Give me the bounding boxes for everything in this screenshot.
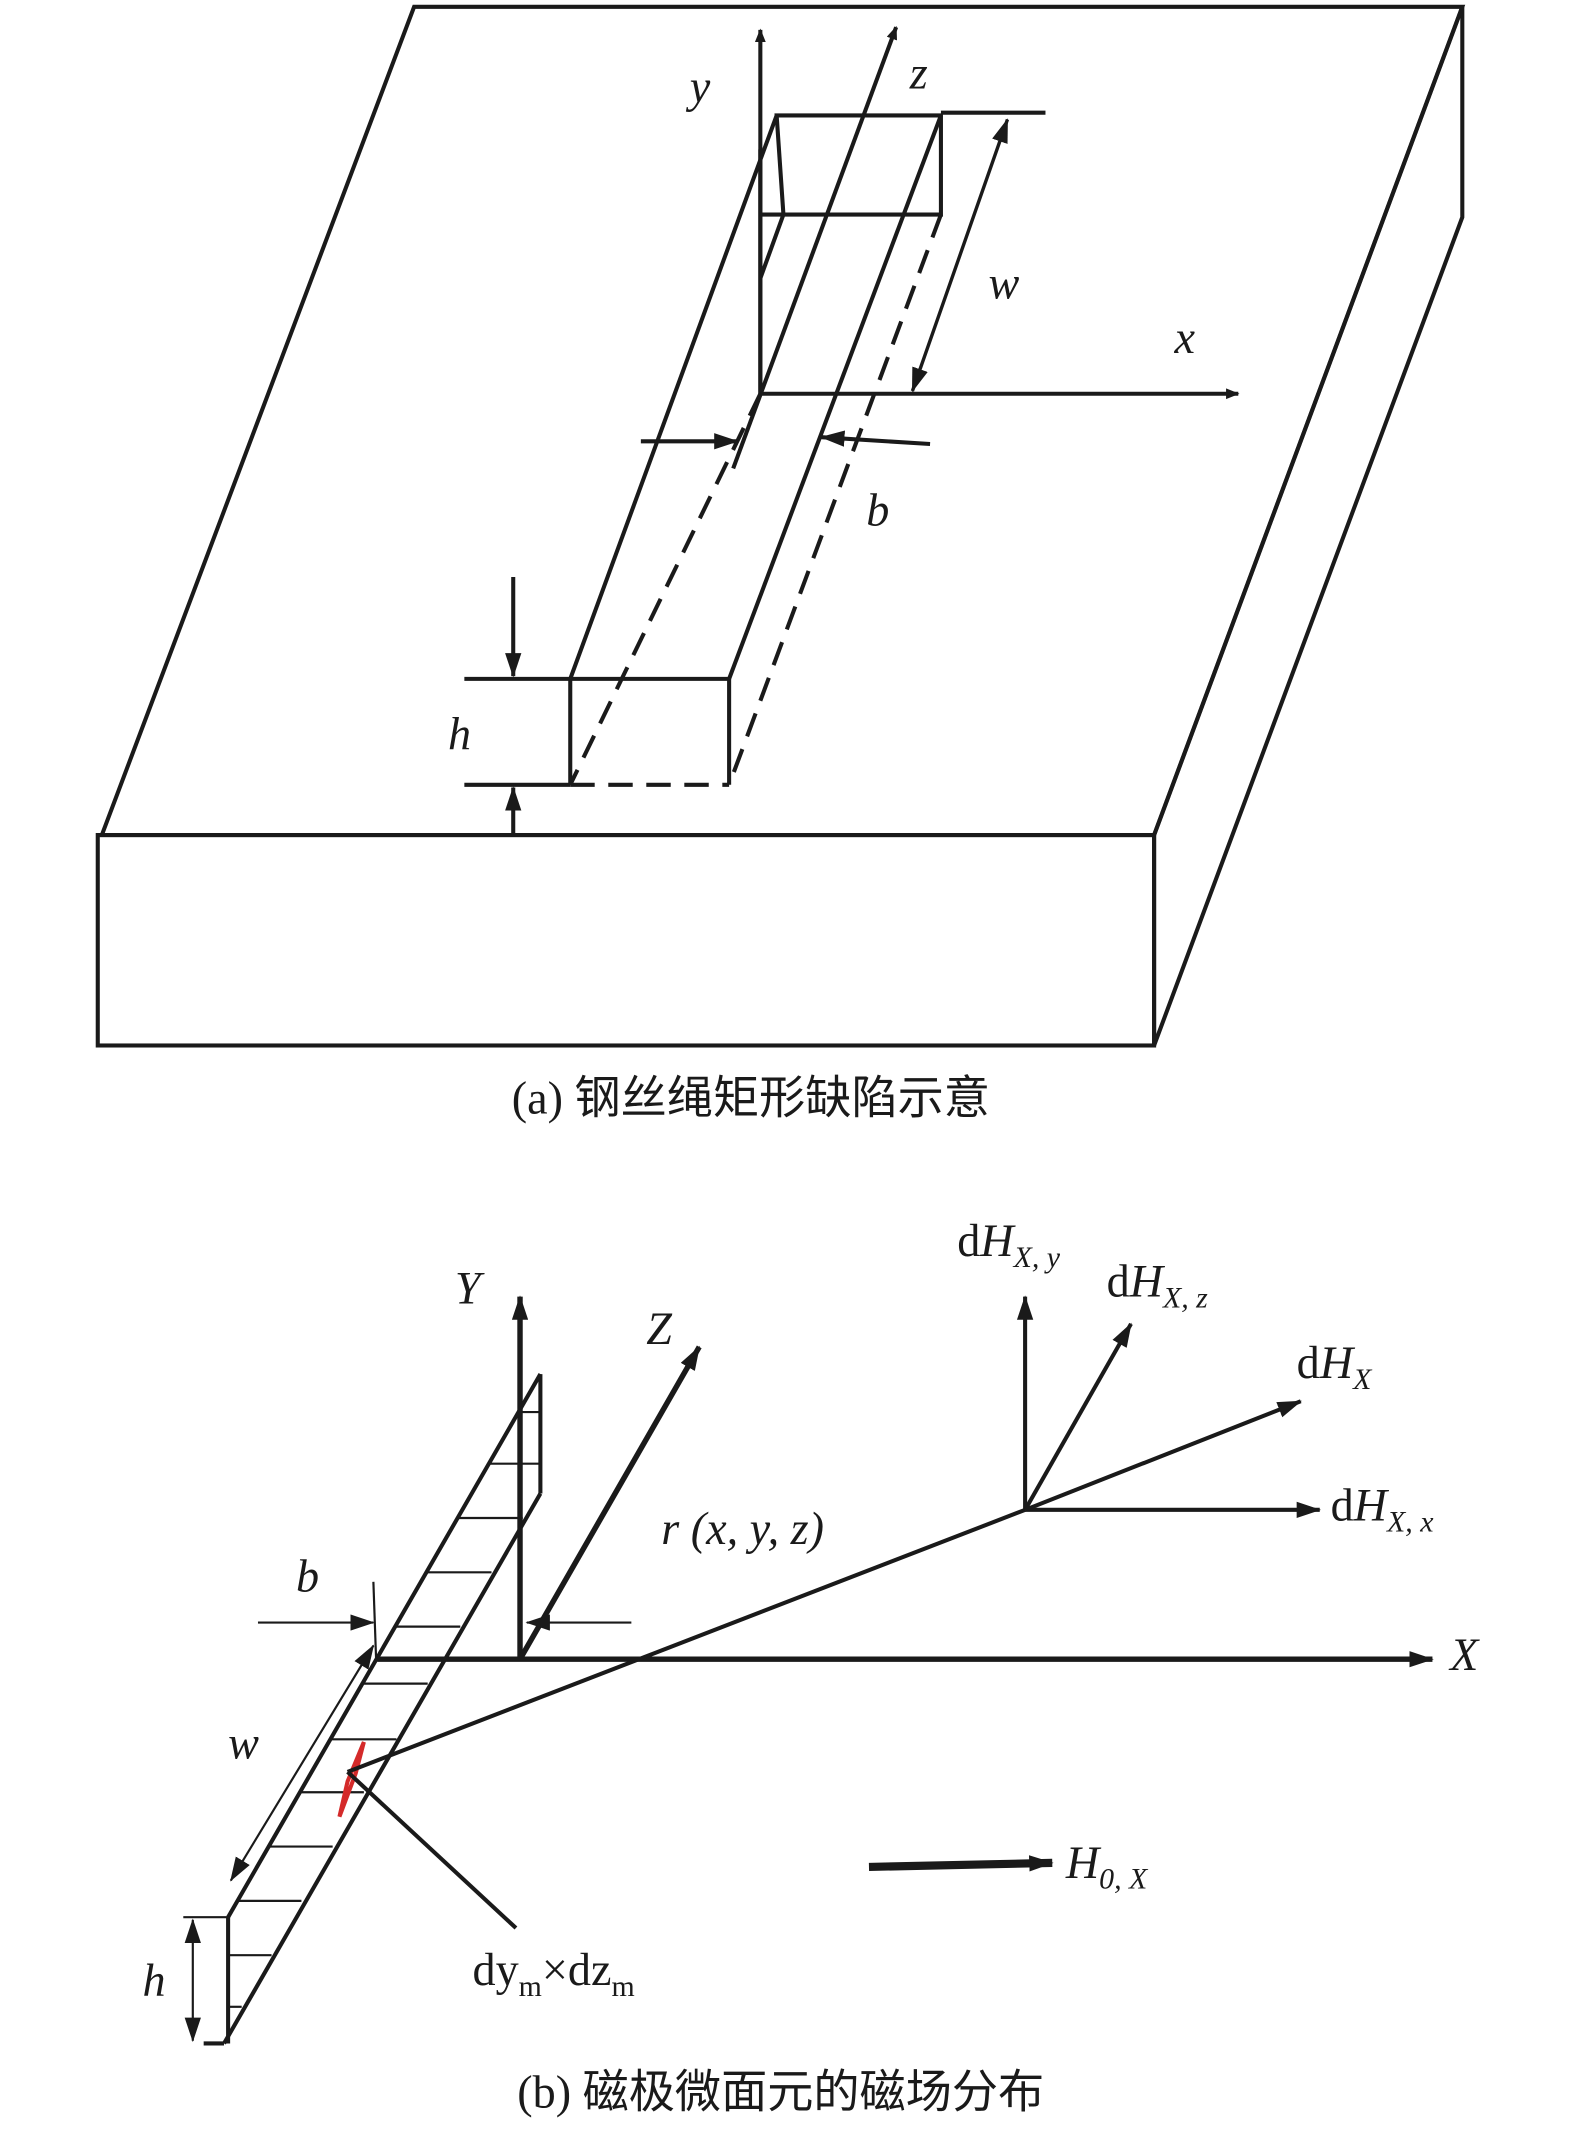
Z-axis: [517, 1345, 702, 1661]
label-Z: Z: [646, 1303, 673, 1354]
label-Y: Y: [455, 1262, 485, 1313]
hatch-lines: [228, 1410, 541, 2008]
label-z: z: [909, 47, 928, 98]
dimensions-a: [464, 110, 1046, 836]
caption-a: (a) 钢丝绳矩形缺陷示意: [512, 1072, 990, 1123]
label-b: b: [866, 484, 889, 535]
w-dimension-b: [229, 1644, 375, 1882]
label-H0X: H0, X: [1065, 1837, 1149, 1896]
label-dHXz: dHX, z: [1107, 1256, 1209, 1315]
label-element-area: dym×dzm: [473, 1944, 635, 2003]
label-w: w: [988, 258, 1019, 309]
label-x: x: [1173, 312, 1195, 363]
label-h: h: [448, 708, 471, 759]
block-right-face: [1152, 6, 1465, 1047]
labels-a: y z w x b h: [448, 47, 1195, 759]
block-top-face: [98, 4, 1466, 838]
rectangular-defect: [568, 113, 943, 787]
labels-b: Y Z X b w h r (x, y, z) dHX, y dHX, z dH…: [143, 1215, 1481, 2006]
label-h-b: h: [143, 1955, 166, 2006]
element-leader-line: [346, 1770, 518, 1930]
figure-a-block: [95, 4, 1466, 1048]
label-dHXy: dHX, y: [957, 1215, 1061, 1274]
label-w-b: w: [228, 1717, 259, 1768]
coordinate-axes-b: [377, 1295, 1434, 1668]
block-front-face: [95, 832, 1157, 1048]
w-dimension: [910, 118, 1010, 393]
external-field-arrow: [868, 1855, 1054, 1872]
label-r-vector: r (x, y, z): [661, 1503, 824, 1554]
label-X: X: [1448, 1629, 1480, 1680]
caption-b: (b) 磁极微面元的磁场分布: [517, 2066, 1044, 2117]
label-y: y: [686, 61, 711, 112]
label-dHX: dHX: [1297, 1337, 1373, 1396]
r-vector-line: [346, 1507, 1026, 1774]
field-vectors: [1016, 1295, 1322, 1518]
b-dimension-right: [820, 430, 931, 447]
label-b-b: b: [296, 1550, 319, 1601]
label-dHXx: dHX, x: [1331, 1480, 1435, 1539]
coordinate-axes-a: [731, 25, 1240, 470]
dimensions-b: [183, 1581, 632, 2043]
magnetic-charge-strip: [203, 1373, 543, 2046]
